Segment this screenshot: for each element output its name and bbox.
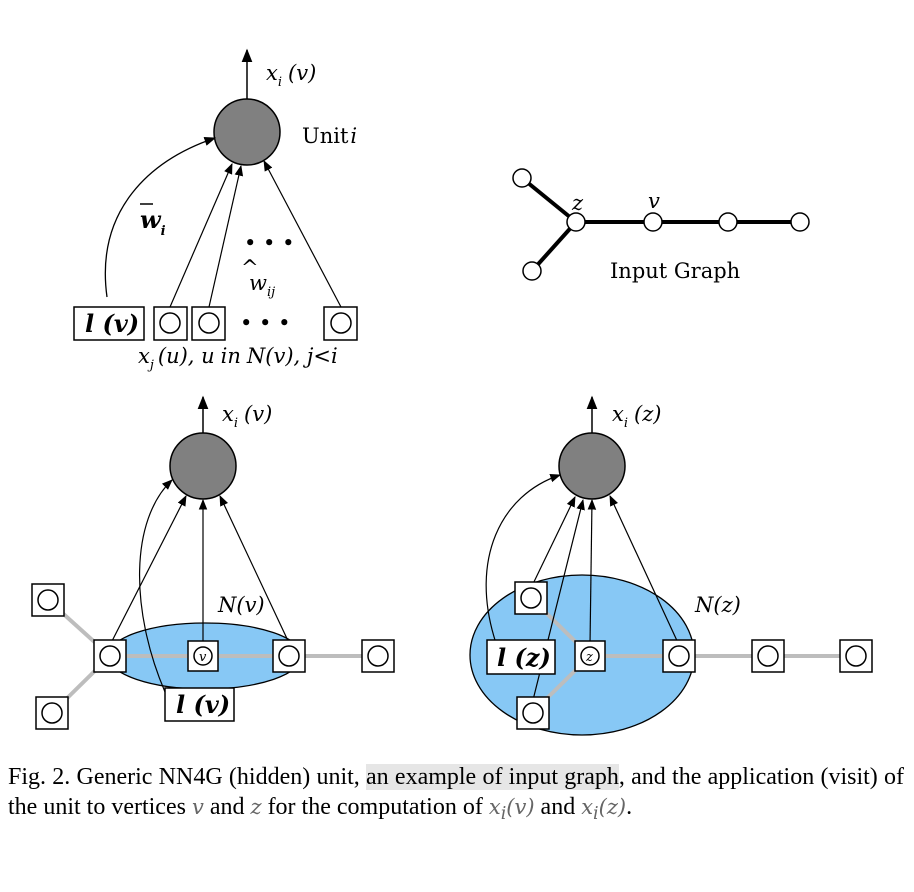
figure-caption: Fig. 2. Generic NN4G (hidden) unit, an e… (8, 762, 904, 829)
dots-bottom: • • • (240, 311, 291, 335)
z-conn-3 (587, 498, 597, 646)
graph-label-z: z (571, 191, 584, 215)
z-node-center (580, 646, 600, 666)
what-label: wij (249, 271, 275, 300)
v-node-r1 (278, 645, 300, 667)
neighborhood-z-label: N(z) (694, 593, 741, 617)
caption-math-xiv: xi(v) (488, 795, 535, 825)
caption-highlight: an example of input graph (366, 764, 619, 790)
what-hat: ^ (241, 256, 259, 280)
v-node-r2 (367, 645, 389, 667)
caption-text-3: and (203, 794, 251, 820)
caption-text-2: , and the application (visit) of the uni… (8, 764, 905, 820)
caption-math-xiz: xi(z) (581, 795, 627, 825)
v-node-top (37, 589, 59, 611)
unit-node (213, 98, 281, 166)
output-label: xi(v) (266, 61, 316, 90)
z-center-label: z (585, 650, 593, 665)
z-conn-4 (609, 495, 680, 646)
caption-text-5: and (534, 794, 582, 820)
graph-node-z (566, 212, 586, 232)
graph-node-5 (790, 212, 810, 232)
z-node-bottom (522, 702, 544, 724)
caption-text-4: for the computation of (261, 794, 489, 820)
dots-top: • • • (244, 231, 295, 255)
v-output-label: xi(v) (222, 402, 272, 431)
caption-math-z: z (250, 795, 262, 819)
z-label-box-text: l (z) (497, 643, 551, 672)
caption-math-v: v (191, 795, 204, 819)
v-node-bottom (41, 702, 63, 724)
label-box (73, 306, 145, 341)
graph-node-bottom (522, 261, 542, 281)
v-conn-3 (219, 495, 291, 646)
z-output-label: xi(z) (612, 402, 661, 431)
input-node-2 (198, 312, 220, 334)
input-node-n (330, 312, 352, 334)
z-node-r1 (668, 645, 690, 667)
input-connection-1 (169, 163, 233, 308)
input-node-1 (159, 312, 181, 334)
v-label-box (164, 687, 235, 722)
graph-edge-2 (530, 220, 578, 273)
panel-visit-z: N(z) xi(z) z l (z) (469, 395, 873, 736)
label-box-text: l (v) (85, 309, 139, 338)
graph-edge-1 (520, 176, 578, 224)
v-center-label: v (199, 650, 207, 665)
unit-label: Uniti (302, 124, 357, 148)
nn4g-figure: xi(v) Uniti wi • • • wij ^ l (v) • • • x… (31, 48, 873, 736)
input-connection-n (263, 160, 342, 308)
graph-node-top (512, 168, 532, 188)
panel-input-graph: z v Input Graph (512, 168, 810, 283)
z-node-r3 (845, 645, 867, 667)
z-node-top (520, 587, 542, 609)
panel-generic-unit: xi(v) Uniti wi • • • wij ^ l (v) • • • x… (73, 48, 358, 373)
v-box-center (187, 640, 219, 672)
graph-node-v (643, 212, 663, 232)
caption-text-6: . (626, 794, 633, 820)
z-node-r2 (757, 645, 779, 667)
neighborhood-v-label: N(v) (217, 593, 265, 617)
input-connection-2 (208, 164, 244, 308)
z-label-conn (485, 473, 562, 641)
v-label-conn (139, 479, 173, 693)
panel-visit-v: N(v) xi(v) v l (v) (31, 395, 395, 730)
z-label-box (486, 639, 556, 675)
wbar-label: wi (140, 205, 166, 239)
z-unit-node (558, 432, 626, 500)
wbar-connection (104, 136, 217, 298)
v-conn-1 (109, 495, 187, 646)
graph-title: Input Graph (610, 259, 740, 283)
graph-label-v: v (648, 189, 660, 213)
v-unit-node (169, 432, 237, 500)
v-node-center (193, 646, 213, 666)
graph-node-4 (718, 212, 738, 232)
z-conn-1 (530, 496, 576, 589)
caption-text-1: Fig. 2. Generic NN4G (hidden) unit, (8, 764, 367, 790)
v-label-box-text: l (v) (176, 690, 230, 719)
v-node-z (99, 645, 121, 667)
